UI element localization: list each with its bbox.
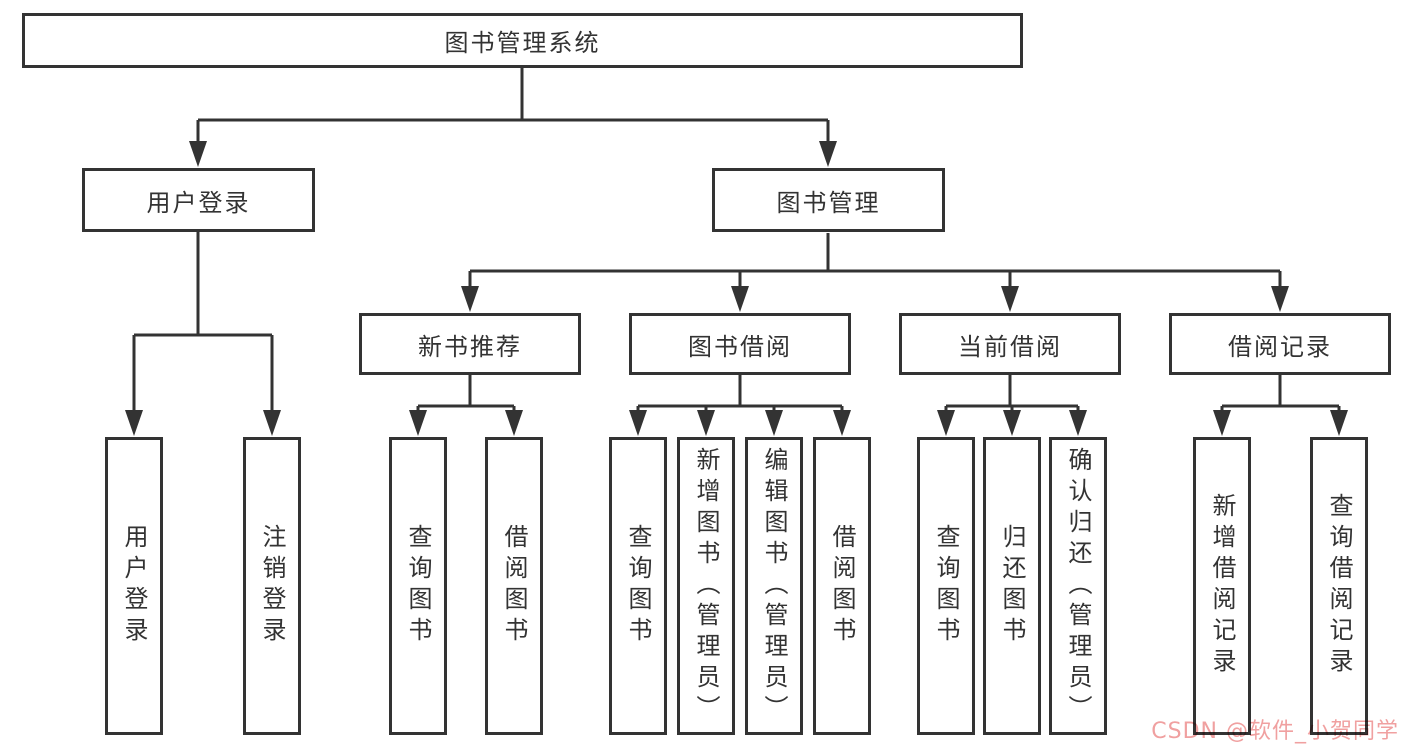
leaf-add-book-admin: 新增图书（管理员） bbox=[677, 437, 735, 735]
leaf-query-books-borrowing: 查询图书 bbox=[609, 437, 667, 735]
arrowheads bbox=[125, 141, 1348, 436]
leaf-borrow-books-recommend: 借阅图书 bbox=[485, 437, 543, 735]
watermark: CSDN @软件_小贺同学 bbox=[1151, 719, 1399, 744]
leaf-user-login: 用户登录 bbox=[105, 437, 163, 735]
node-library-management-system: 图书管理系统 bbox=[22, 13, 1023, 68]
leaf-query-books-recommend: 查询图书 bbox=[389, 437, 447, 735]
node-new-book-recommend: 新书推荐 bbox=[359, 313, 581, 375]
leaf-confirm-return-admin: 确认归还（管理员） bbox=[1049, 437, 1107, 735]
node-book-management: 图书管理 bbox=[712, 168, 945, 232]
leaf-return-books: 归还图书 bbox=[983, 437, 1041, 735]
node-current-borrowing: 当前借阅 bbox=[899, 313, 1121, 375]
leaf-edit-book-admin: 编辑图书（管理员） bbox=[745, 437, 803, 735]
node-book-borrowing: 图书借阅 bbox=[629, 313, 851, 375]
node-user-login: 用户登录 bbox=[82, 168, 315, 232]
leaf-query-borrow-record: 查询借阅记录 bbox=[1310, 437, 1368, 735]
leaf-add-borrow-record: 新增借阅记录 bbox=[1193, 437, 1251, 735]
node-borrowing-records: 借阅记录 bbox=[1169, 313, 1391, 375]
leaf-logout-login: 注销登录 bbox=[243, 437, 301, 735]
leaf-borrow-books-borrowing: 借阅图书 bbox=[813, 437, 871, 735]
leaf-query-books-current: 查询图书 bbox=[917, 437, 975, 735]
